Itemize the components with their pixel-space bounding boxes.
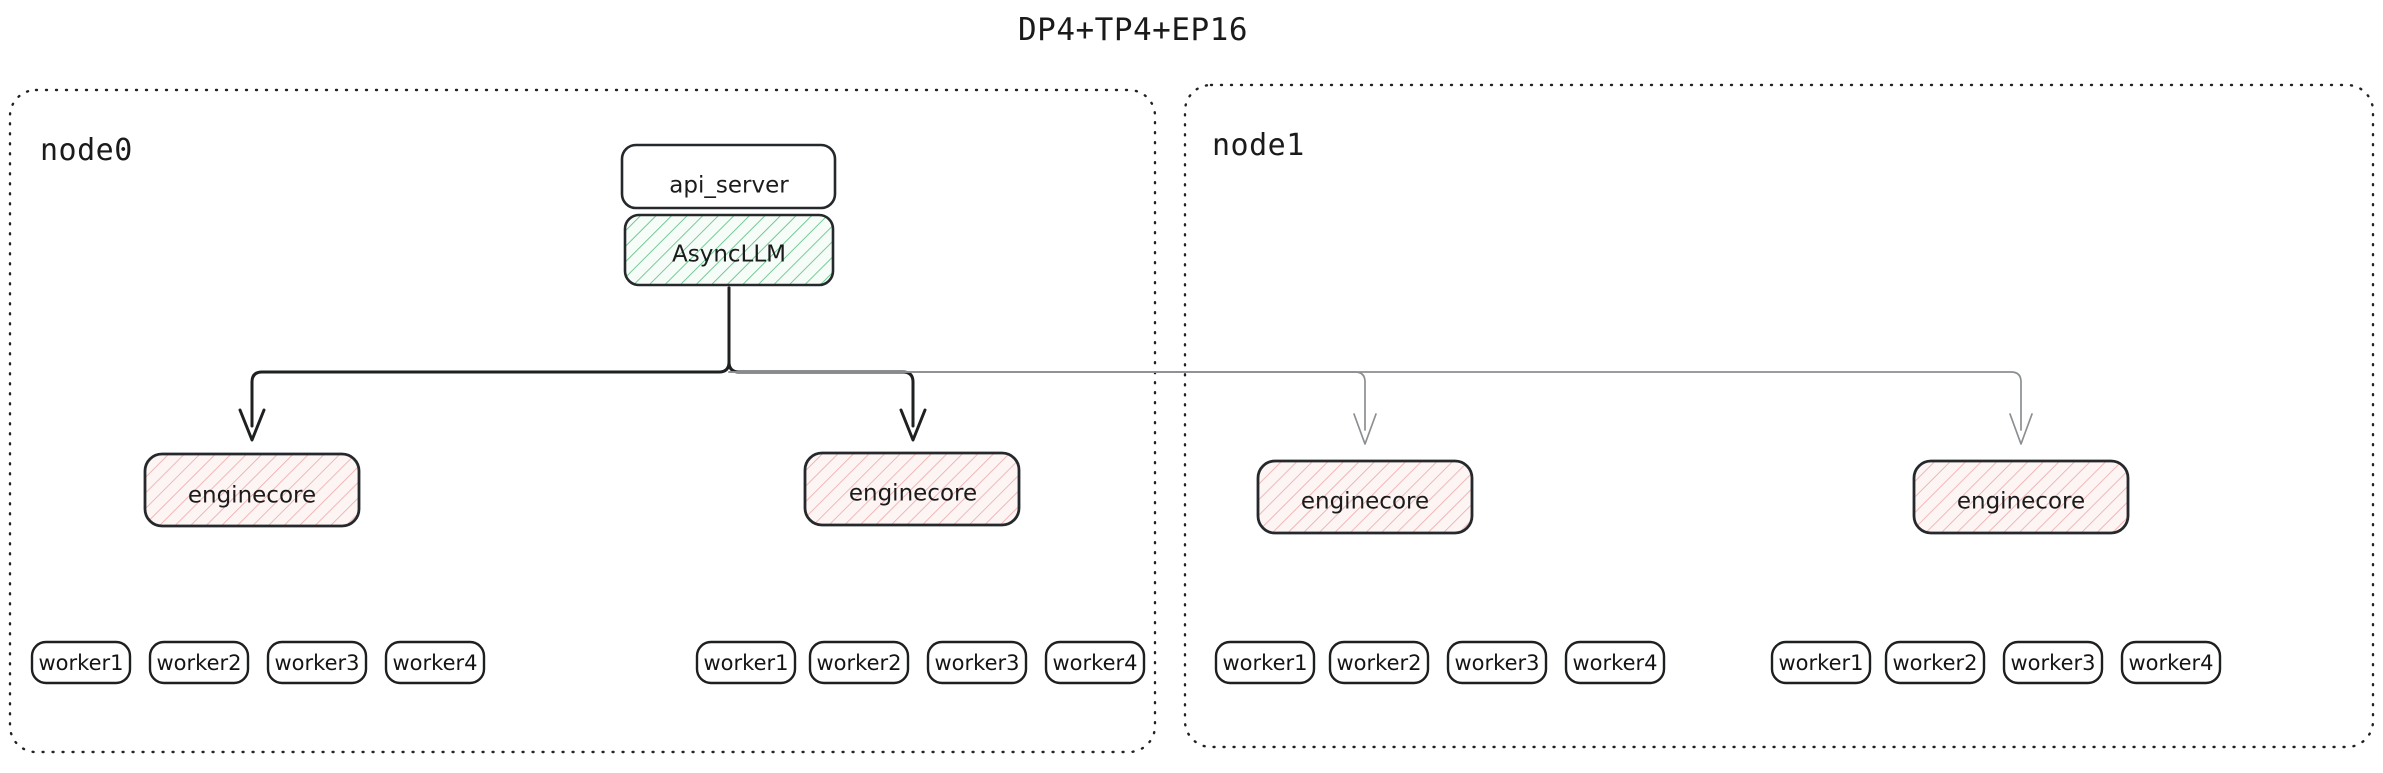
- label-node1-workers-0-worker-2: worker3: [1455, 651, 1540, 675]
- arrowhead-node1-enginecore-0: [1353, 413, 1377, 445]
- edge-async-llm-to-node1-enginecore-0: [728, 371, 1366, 431]
- box-node0-workers-0-worker-2[interactable]: [266, 640, 368, 685]
- box-async-llm-label: AsyncLLM: [672, 242, 786, 268]
- box-node0-enginecore-0-label: enginecore: [188, 483, 316, 509]
- box-node1-enginecore-1-label: enginecore: [1957, 489, 2085, 515]
- label-node1-workers-0-worker-0: worker1: [1223, 651, 1308, 675]
- box-node0-workers-1-worker-1[interactable]: [808, 640, 910, 685]
- label-node1-workers-0-worker-1: worker2: [1337, 651, 1422, 675]
- node-label-node0: node0: [40, 133, 133, 168]
- box-node0-workers-1-worker-2[interactable]: [926, 640, 1028, 685]
- arrowhead-node0-enginecore-1: [899, 408, 927, 442]
- arrowhead-node1-enginecore-1: [2009, 413, 2033, 445]
- label-node0-workers-1-worker-2: worker3: [935, 651, 1020, 675]
- box-node1-enginecore-0-label: enginecore: [1301, 489, 1429, 515]
- box-node1-enginecore-0[interactable]: [1256, 459, 1474, 535]
- label-node0-workers-0-worker-2: worker3: [275, 651, 360, 675]
- box-node0-enginecore-1[interactable]: [803, 451, 1021, 527]
- label-node1-workers-1-worker-0: worker1: [1779, 651, 1864, 675]
- label-node0-workers-1-worker-3: worker4: [1053, 651, 1138, 675]
- edge-async-llm-to-node0-enginecore-1: [727, 286, 915, 428]
- node-frame-node1: [1183, 83, 2375, 749]
- box-node1-workers-1-worker-1[interactable]: [1884, 640, 1986, 685]
- node-label-node1: node1: [1212, 128, 1305, 163]
- edge-async-llm-to-node1-enginecore-1: [728, 371, 2022, 431]
- label-node0-workers-0-worker-3: worker4: [393, 651, 478, 675]
- label-node1-workers-1-worker-1: worker2: [1893, 651, 1978, 675]
- box-node0-workers-1-worker-3[interactable]: [1044, 640, 1146, 685]
- box-node1-enginecore-1[interactable]: [1912, 459, 2130, 535]
- arrowhead-node0-enginecore-0: [238, 408, 266, 442]
- node-frame-node0: [8, 88, 1157, 754]
- box-node0-workers-0-worker-1[interactable]: [148, 640, 250, 685]
- box-api-server[interactable]: [620, 143, 837, 210]
- label-node1-workers-1-worker-3: worker4: [2129, 651, 2214, 675]
- box-node0-enginecore-1-label: enginecore: [849, 481, 977, 507]
- box-node1-workers-0-worker-3[interactable]: [1564, 640, 1666, 685]
- label-node1-workers-0-worker-3: worker4: [1573, 651, 1658, 675]
- box-node1-workers-0-worker-0[interactable]: [1214, 640, 1316, 685]
- label-node0-workers-1-worker-0: worker1: [704, 651, 789, 675]
- label-node0-workers-1-worker-1: worker2: [817, 651, 902, 675]
- box-async-llm[interactable]: [623, 213, 835, 287]
- box-node0-workers-1-worker-0[interactable]: [695, 640, 797, 685]
- box-node1-workers-1-worker-3[interactable]: [2120, 640, 2222, 685]
- box-node1-workers-0-worker-1[interactable]: [1328, 640, 1430, 685]
- label-node0-workers-0-worker-0: worker1: [39, 651, 124, 675]
- label-node0-workers-0-worker-1: worker2: [157, 651, 242, 675]
- label-node1-workers-1-worker-2: worker3: [2011, 651, 2096, 675]
- box-node1-workers-1-worker-2[interactable]: [2002, 640, 2104, 685]
- box-node1-workers-1-worker-0[interactable]: [1770, 640, 1872, 685]
- box-node0-workers-0-worker-0[interactable]: [30, 640, 132, 685]
- box-node1-workers-0-worker-2[interactable]: [1446, 640, 1548, 685]
- box-node0-enginecore-0[interactable]: [143, 452, 361, 528]
- page-title: DP4+TP4+EP16: [1018, 12, 1248, 48]
- box-node0-workers-0-worker-3[interactable]: [384, 640, 486, 685]
- box-api-server-label: api_server: [669, 173, 789, 199]
- edge-async-llm-to-node0-enginecore-0: [250, 286, 731, 428]
